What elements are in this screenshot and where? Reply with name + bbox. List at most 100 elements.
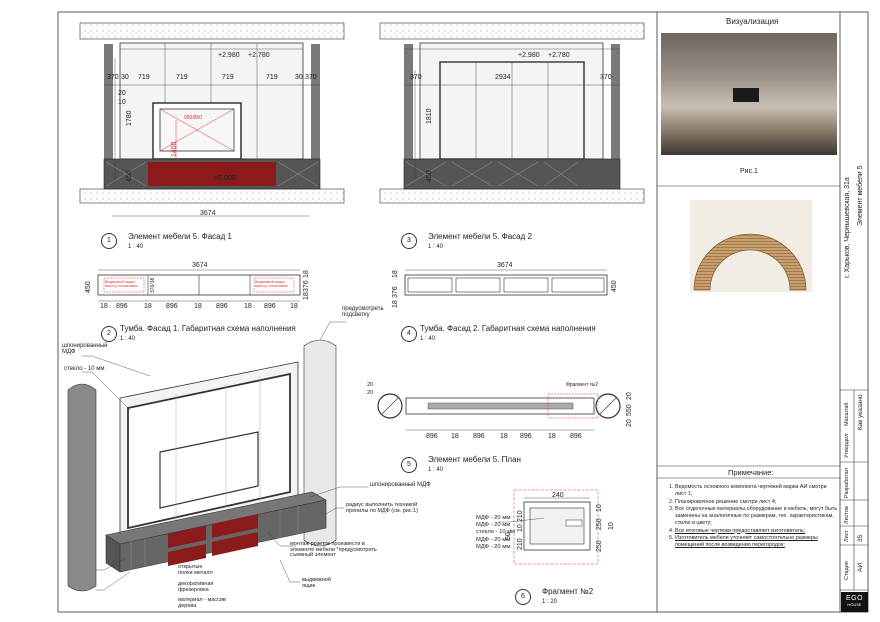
f2-level-2: +2.780 xyxy=(548,52,570,59)
f2-dim-1: 370 xyxy=(410,74,422,81)
iso-open-shelves: открытые полки металл xyxy=(178,564,213,576)
cab1-r-3: 18 xyxy=(303,292,310,300)
f1-tv-size: 950/850 xyxy=(184,115,203,121)
note-5: Изготовитель мебели уточняет самостоятел… xyxy=(675,535,838,549)
stage-label: Стадия xyxy=(844,561,850,580)
frag-right-1: 10 xyxy=(596,504,603,512)
plan-b-4: 896 xyxy=(520,433,532,440)
note-2: Планировочное решение смотри лист 4; xyxy=(675,499,838,506)
cab1-left: 450 xyxy=(85,281,92,293)
cabinet-2-drawing xyxy=(404,269,608,296)
cab1-total: 3674 xyxy=(192,262,208,269)
plan-b-3: 18 xyxy=(500,433,508,440)
scale-value: Как указано xyxy=(857,394,864,430)
plan-b-0: 896 xyxy=(426,433,438,440)
cab1-b-7: 896 xyxy=(264,303,276,310)
iso-material: материал - массив дерева xyxy=(178,597,226,609)
cab1-inner: 376/18 xyxy=(150,277,156,293)
f2-level-1: +2.980 xyxy=(518,52,540,59)
f1-dim-5: 719 xyxy=(222,74,234,81)
frag-title: Фрагмент №2 xyxy=(542,587,594,596)
f1-dim-6: 719 xyxy=(266,74,278,81)
frag-right-3: 250 xyxy=(596,540,603,552)
fragment-ref: Фрагмент №2 xyxy=(566,382,598,388)
cab1-b-3: 896 xyxy=(166,303,178,310)
cabinet-1-drawing xyxy=(97,269,301,302)
logo-bottom: HOUSE xyxy=(847,602,862,607)
plan-scale: 1 : 40 xyxy=(428,467,444,473)
frag-material-3: стекло - 10 мм xyxy=(476,529,516,536)
sheets-value: 35 xyxy=(857,534,864,542)
f1-side-4: 450 xyxy=(126,170,133,182)
fragment-drawing xyxy=(498,489,599,565)
iso-backlight: предусмотреть подсветку xyxy=(342,306,384,318)
cab1-b-6: 18 xyxy=(244,303,252,310)
frag-left-3: 210 xyxy=(517,538,524,550)
f2-dim-3: 370 xyxy=(600,74,612,81)
cab-2-scale: 1 : 40 xyxy=(420,336,436,342)
iso-drawer: выдвижной ящик xyxy=(302,577,331,589)
cab2-total: 3674 xyxy=(497,262,513,269)
plan-b-6: 896 xyxy=(570,433,582,440)
note-4: Все итоговые чертежи предоставляет изгот… xyxy=(675,528,838,535)
f2-side-1: 1810 xyxy=(426,108,433,124)
stage-value: АИ xyxy=(857,562,864,572)
note-3: Все отделочные материалы,оборудование и … xyxy=(675,506,838,526)
plan-left-2: 20 xyxy=(367,390,374,396)
f1-dim-7: 30 xyxy=(295,74,303,81)
cab2-l-3: 18 xyxy=(392,270,399,278)
plan-right-1: 20 xyxy=(626,392,633,400)
frag-left-1: 210 xyxy=(517,510,524,522)
f1-level-2: +2.780 xyxy=(248,52,270,59)
f1-dim-1: 370 xyxy=(107,74,119,81)
cab1-note-left: Выдвижной ящик/ высоту согласовать xyxy=(105,280,139,288)
plan-right-3: 20 xyxy=(626,419,633,427)
cab1-b-8: 18 xyxy=(290,303,298,310)
cab1-b-4: 18 xyxy=(194,303,202,310)
sheets-label: Листов xyxy=(844,506,850,524)
sheet-label: Лист xyxy=(844,530,850,542)
f1-dim-8: 370 xyxy=(305,74,317,81)
iso-glass: стекло - 10 мм xyxy=(64,366,105,372)
plan-left-1: 20 xyxy=(367,382,374,388)
frag-number: 6 xyxy=(515,589,531,605)
plan-b-1: 18 xyxy=(451,433,459,440)
plan-right-2: 550 xyxy=(626,404,633,416)
develop-label: Разработал xyxy=(844,468,850,498)
plan-title: Элемент мебели 5. План xyxy=(428,455,521,464)
facade-1-title: Элемент мебели 5. Фасад 1 xyxy=(128,232,232,241)
element-text: Элемент мебели 5 xyxy=(857,165,864,226)
facade-1-number: 1 xyxy=(101,233,117,249)
f1-dim-2: 30 xyxy=(121,74,129,81)
isometric-drawing xyxy=(67,321,368,592)
f1-level-3: +0.000 xyxy=(214,175,236,182)
cab1-r-2: 376 xyxy=(303,280,310,292)
plan-number: 5 xyxy=(401,457,417,473)
f1-tv-height: 1400 xyxy=(171,141,178,157)
frag-materials: МДФ - 20 мм МДФ - 20 мм стекло - 10 мм М… xyxy=(476,515,515,551)
cab-1-scale: 1 : 40 xyxy=(120,336,136,342)
frag-material-2: МДФ - 20 мм xyxy=(476,522,511,529)
frag-right-2: 250 xyxy=(596,518,603,530)
approve-label: Утвердил xyxy=(844,433,850,458)
cab1-b-5: 896 xyxy=(216,303,228,310)
frag-scale: 1 : 20 xyxy=(542,599,558,605)
cab2-l-2: 376 xyxy=(392,286,399,298)
notes-title: Примечание: xyxy=(728,468,774,477)
cab2-right: 450 xyxy=(611,280,618,292)
address-text: г. Харьков, Чернышевская, 31а xyxy=(844,177,851,278)
iso-radius: радиус выполнить техникой пропилы по МДФ… xyxy=(346,502,419,514)
cab1-b-1: 896 xyxy=(116,303,128,310)
notes-list: Ведомость основного комплекта чертежей м… xyxy=(666,484,838,550)
tv-in-photo xyxy=(733,88,759,102)
frag-material-4: МДФ - 20 мм xyxy=(476,536,511,543)
facade-2-number: 3 xyxy=(401,233,417,249)
facade-2-title: Элемент мебели 5. Фасад 2 xyxy=(428,232,532,241)
f2-dim-2: 2934 xyxy=(495,74,511,81)
plan-drawing xyxy=(377,393,621,431)
cab-2-title: Тумба. Фасад 2. Габаритная схема наполне… xyxy=(420,324,596,333)
frag-right-10: 10 xyxy=(608,522,615,530)
facade-1-drawing xyxy=(79,22,345,217)
plan-b-5: 18 xyxy=(548,433,556,440)
